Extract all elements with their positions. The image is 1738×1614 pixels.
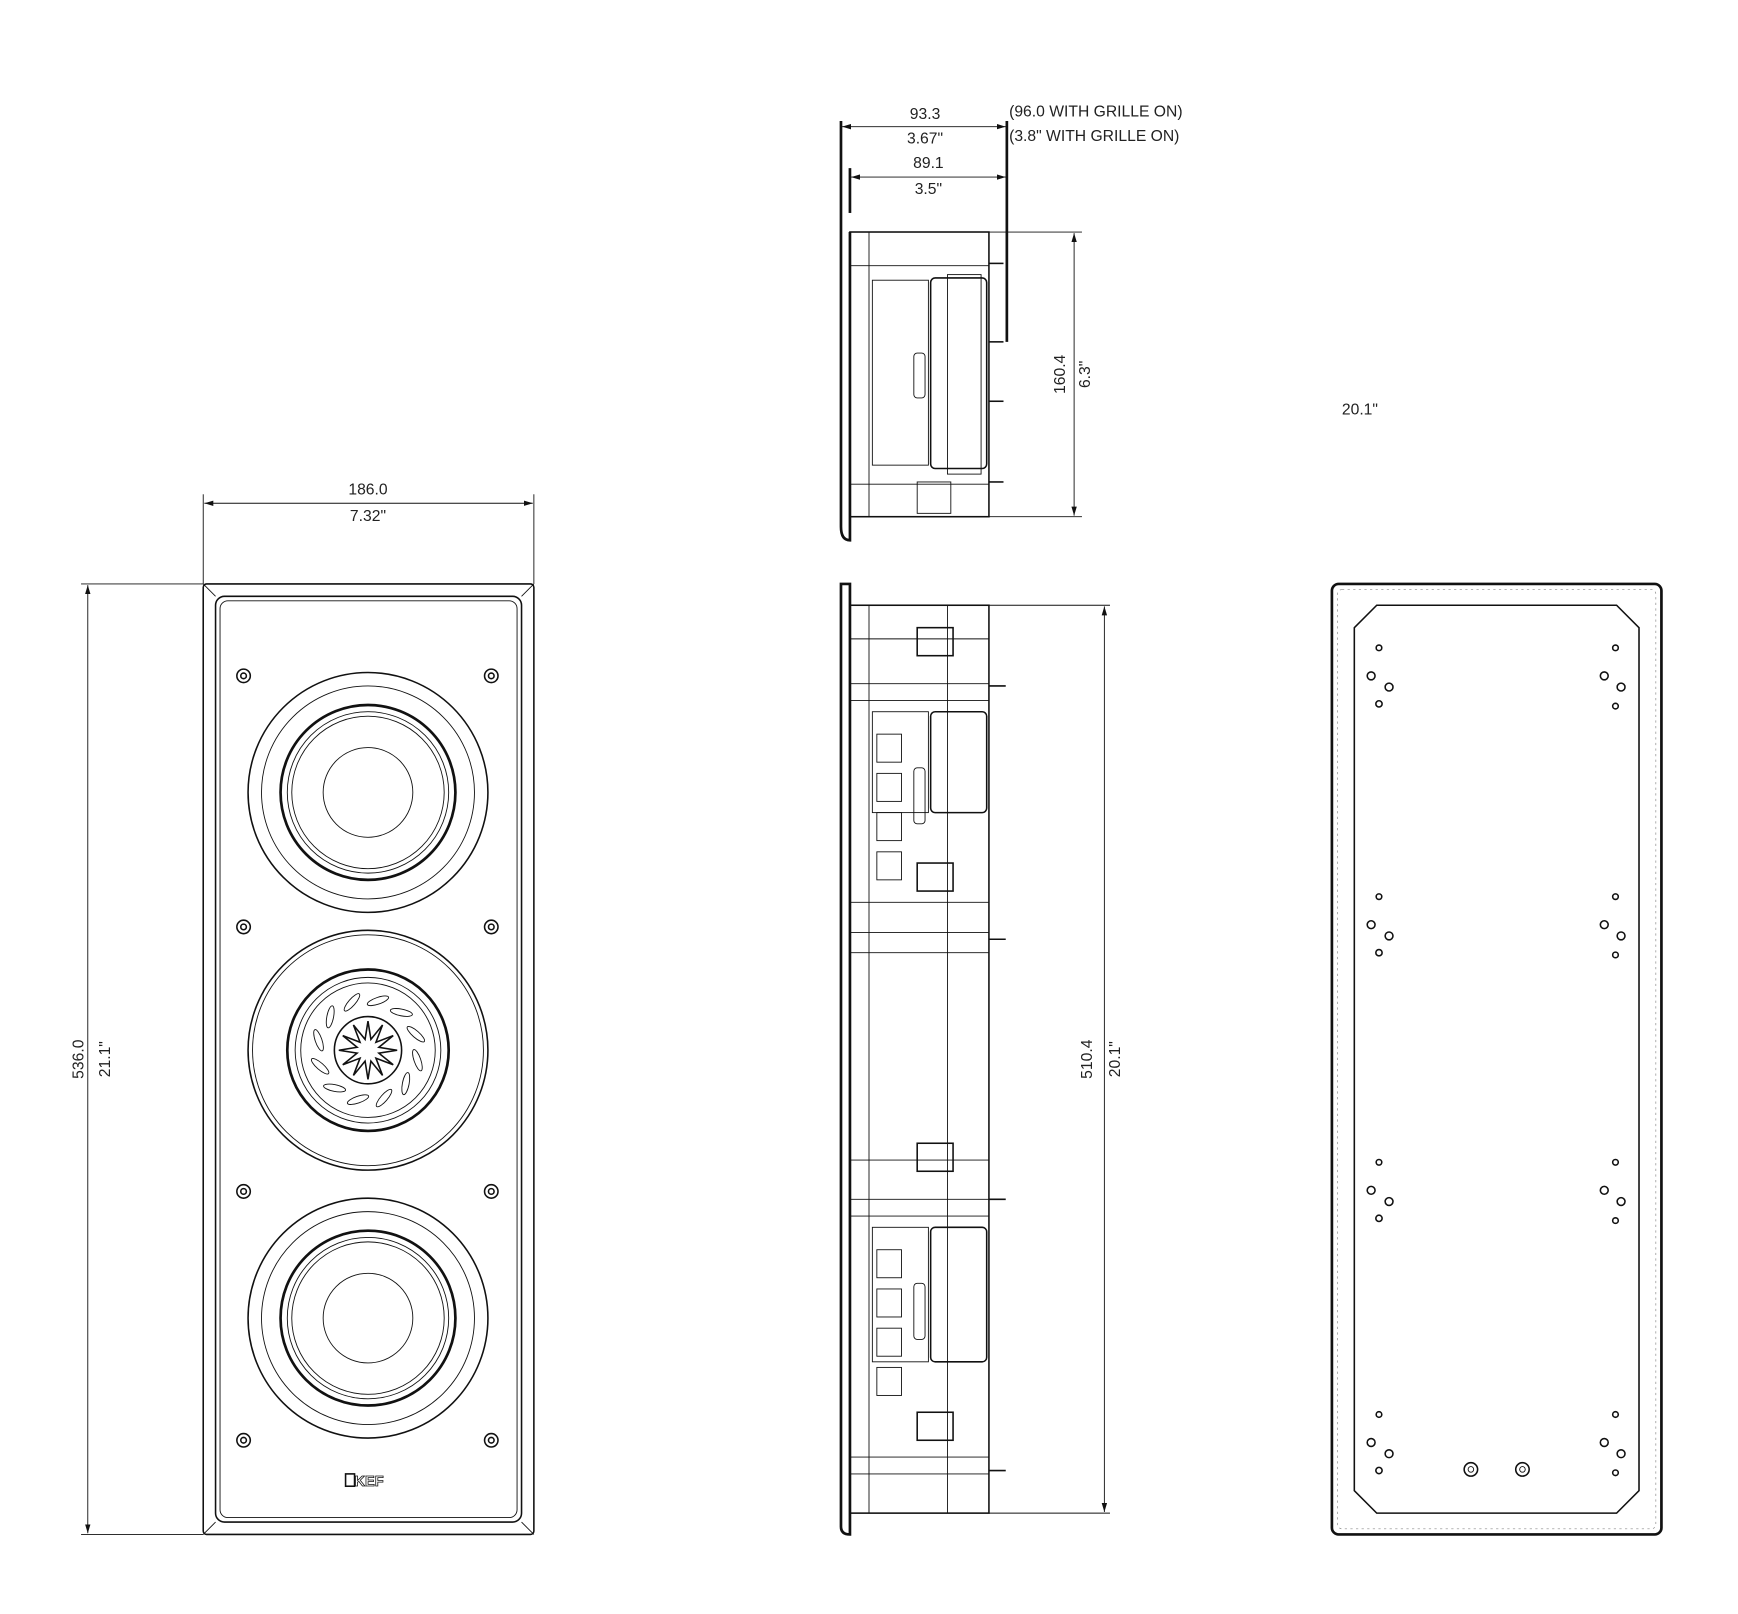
screw-icon xyxy=(483,1432,499,1448)
kef-logo: KEF xyxy=(344,1473,384,1491)
phase-plug-fin xyxy=(375,1088,393,1108)
phase-plug-fin xyxy=(412,1049,423,1072)
stray-dimension-label: 20.1" xyxy=(1342,402,1378,419)
mounting-hole xyxy=(1366,671,1376,681)
mounting-hole xyxy=(1611,951,1620,959)
full-height-dimension: 510.4 20.1" xyxy=(988,604,1124,1514)
phase-plug-fin xyxy=(346,1094,370,1105)
mounting-hole xyxy=(1366,1437,1376,1448)
section-height-mm: 160.4 xyxy=(1052,354,1069,394)
tweeter-midrange xyxy=(247,929,489,1171)
hex-terminal xyxy=(1463,1461,1530,1477)
phase-plug-fin xyxy=(389,1008,413,1017)
inner-depth-in: 3.5" xyxy=(915,181,942,198)
phase-plug-fin xyxy=(343,993,361,1012)
phase-plug-fin xyxy=(310,1058,330,1075)
depth-grille-mm: (96.0 WITH GRILLE ON) xyxy=(1009,104,1182,121)
screw-icon xyxy=(483,919,499,935)
inner-depth-mm: 89.1 xyxy=(913,155,944,172)
front-width-mm: 186.0 xyxy=(348,481,388,498)
phase-plug-fin xyxy=(406,1025,426,1043)
mounting-hole xyxy=(1384,682,1394,692)
screw-icon xyxy=(236,919,252,935)
phase-plug-fin xyxy=(401,1072,411,1096)
mounting-hole xyxy=(1599,919,1609,930)
mounting-hole xyxy=(1375,893,1383,901)
front-height-in: 21.1" xyxy=(97,1041,114,1077)
mounting-hole xyxy=(1611,644,1620,652)
mounting-hole xyxy=(1611,893,1620,901)
grille-screws xyxy=(236,668,499,1448)
svg-text:KEF: KEF xyxy=(355,1474,384,1490)
mounting-hole xyxy=(1599,1437,1609,1448)
mounting-hole xyxy=(1599,671,1609,681)
mounting-hole xyxy=(1611,1469,1620,1477)
depth-in: 3.67" xyxy=(907,130,943,147)
screw-icon xyxy=(236,1432,252,1448)
back-view xyxy=(1330,582,1663,1536)
mounting-hole xyxy=(1366,1185,1376,1196)
mounting-hole xyxy=(1375,644,1383,652)
phase-plug-fin xyxy=(323,1083,347,1093)
mounting-hole xyxy=(1384,1449,1394,1459)
mounting-hole xyxy=(1616,1196,1626,1207)
mounting-hole xyxy=(1375,1410,1383,1419)
front-view: KEF xyxy=(202,583,535,1536)
mounting-hole xyxy=(1616,1449,1626,1459)
screw-icon xyxy=(236,1183,252,1199)
woofer-bottom xyxy=(247,1197,489,1439)
section-height-dimension: 160.4 6.3" xyxy=(988,231,1094,518)
mounting-hole xyxy=(1366,919,1376,930)
screw-icon xyxy=(483,668,499,684)
woofer-top xyxy=(247,671,489,914)
mounting-hole xyxy=(1611,1158,1620,1166)
phase-plug-fin xyxy=(325,1005,335,1029)
mounting-hole xyxy=(1611,1217,1620,1225)
side-view-section xyxy=(839,121,1004,542)
front-height-mm: 536.0 xyxy=(70,1039,87,1079)
depth-grille-in: (3.8" WITH GRILLE ON) xyxy=(1009,128,1179,145)
front-width-in: 7.32" xyxy=(350,508,386,525)
mounting-hole xyxy=(1384,931,1394,941)
mounting-hole xyxy=(1375,948,1383,957)
mounting-hole xyxy=(1375,699,1383,708)
mounting-hole xyxy=(1375,1158,1383,1166)
depth-mm: 93.3 xyxy=(910,106,941,123)
mounting-hole xyxy=(1375,1466,1383,1475)
phase-plug-fin xyxy=(313,1029,324,1052)
phase-plug-fin xyxy=(366,995,390,1007)
full-height-mm: 510.4 xyxy=(1079,1039,1096,1079)
mounting-hole xyxy=(1611,702,1620,710)
front-height-dimension: 536.0 21.1" xyxy=(70,583,204,1535)
mounting-hole xyxy=(1384,1196,1394,1207)
mounting-hole xyxy=(1599,1185,1609,1196)
mounting-hole xyxy=(1375,1214,1383,1223)
depth-dimension: 93.3 3.67" (96.0 WITH GRILLE ON) (3.8" W… xyxy=(842,104,1183,342)
full-height-in: 20.1" xyxy=(1107,1041,1124,1077)
section-height-in: 6.3" xyxy=(1077,361,1094,388)
mounting-hole xyxy=(1616,931,1626,941)
side-view-full xyxy=(839,582,1006,1536)
screw-icon xyxy=(483,1183,499,1199)
mounting-hole xyxy=(1611,1410,1620,1419)
screw-icon xyxy=(236,668,252,684)
mounting-hole xyxy=(1616,682,1626,692)
front-width-dimension: 186.0 7.32" xyxy=(202,481,535,584)
